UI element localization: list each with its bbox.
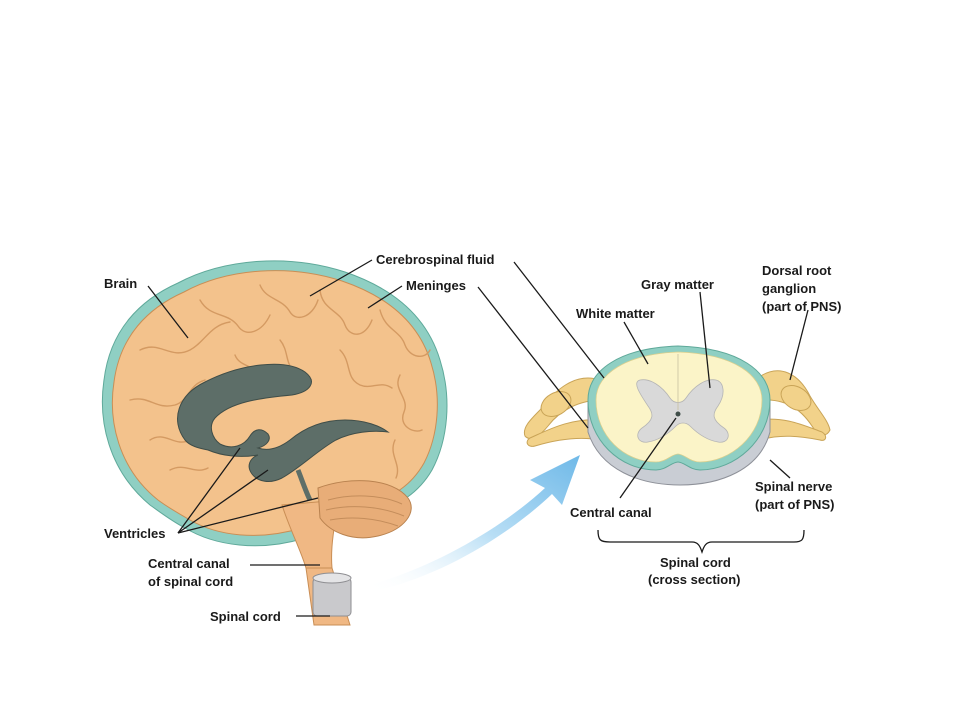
gray-matter-region xyxy=(636,379,729,443)
label-spinal-nerve-1: Spinal nerve xyxy=(755,479,832,494)
label-cerebrospinal-fluid: Cerebrospinal fluid xyxy=(376,252,495,267)
label-central-canal-of-spinal-cord-1: Central canal xyxy=(148,556,230,571)
label-dorsal-root-1: Dorsal root xyxy=(762,263,832,278)
dorsal-root-ganglion-right xyxy=(780,385,812,411)
brain-illustration xyxy=(101,260,448,626)
dorsal-root-ganglion-left xyxy=(540,391,572,417)
labels: Brain Cerebrospinal fluid Meninges Ventr… xyxy=(104,252,841,624)
label-central-canal: Central canal xyxy=(570,505,652,520)
label-cross-section-2: (cross section) xyxy=(648,572,740,587)
label-cross-section-1: Spinal cord xyxy=(660,555,731,570)
label-spinal-cord: Spinal cord xyxy=(210,609,281,624)
label-brain: Brain xyxy=(104,276,137,291)
leader-lines xyxy=(147,259,809,617)
label-white-matter: White matter xyxy=(576,306,655,321)
ventricles-shape xyxy=(177,363,390,482)
zoom-arrow xyxy=(370,455,580,592)
label-gray-matter: Gray matter xyxy=(641,277,714,292)
label-central-canal-of-spinal-cord-2: of spinal cord xyxy=(148,574,233,589)
label-spinal-nerve-2: (part of PNS) xyxy=(755,497,834,512)
label-dorsal-root-3: (part of PNS) xyxy=(762,299,841,314)
central-canal-dot xyxy=(675,411,681,417)
spinal-cord-cross-section xyxy=(523,345,831,486)
cerebellum xyxy=(317,480,412,539)
cord-cut-section xyxy=(312,577,352,617)
label-dorsal-root-2: ganglion xyxy=(762,281,816,296)
label-ventricles: Ventricles xyxy=(104,526,165,541)
label-meninges: Meninges xyxy=(406,278,466,293)
